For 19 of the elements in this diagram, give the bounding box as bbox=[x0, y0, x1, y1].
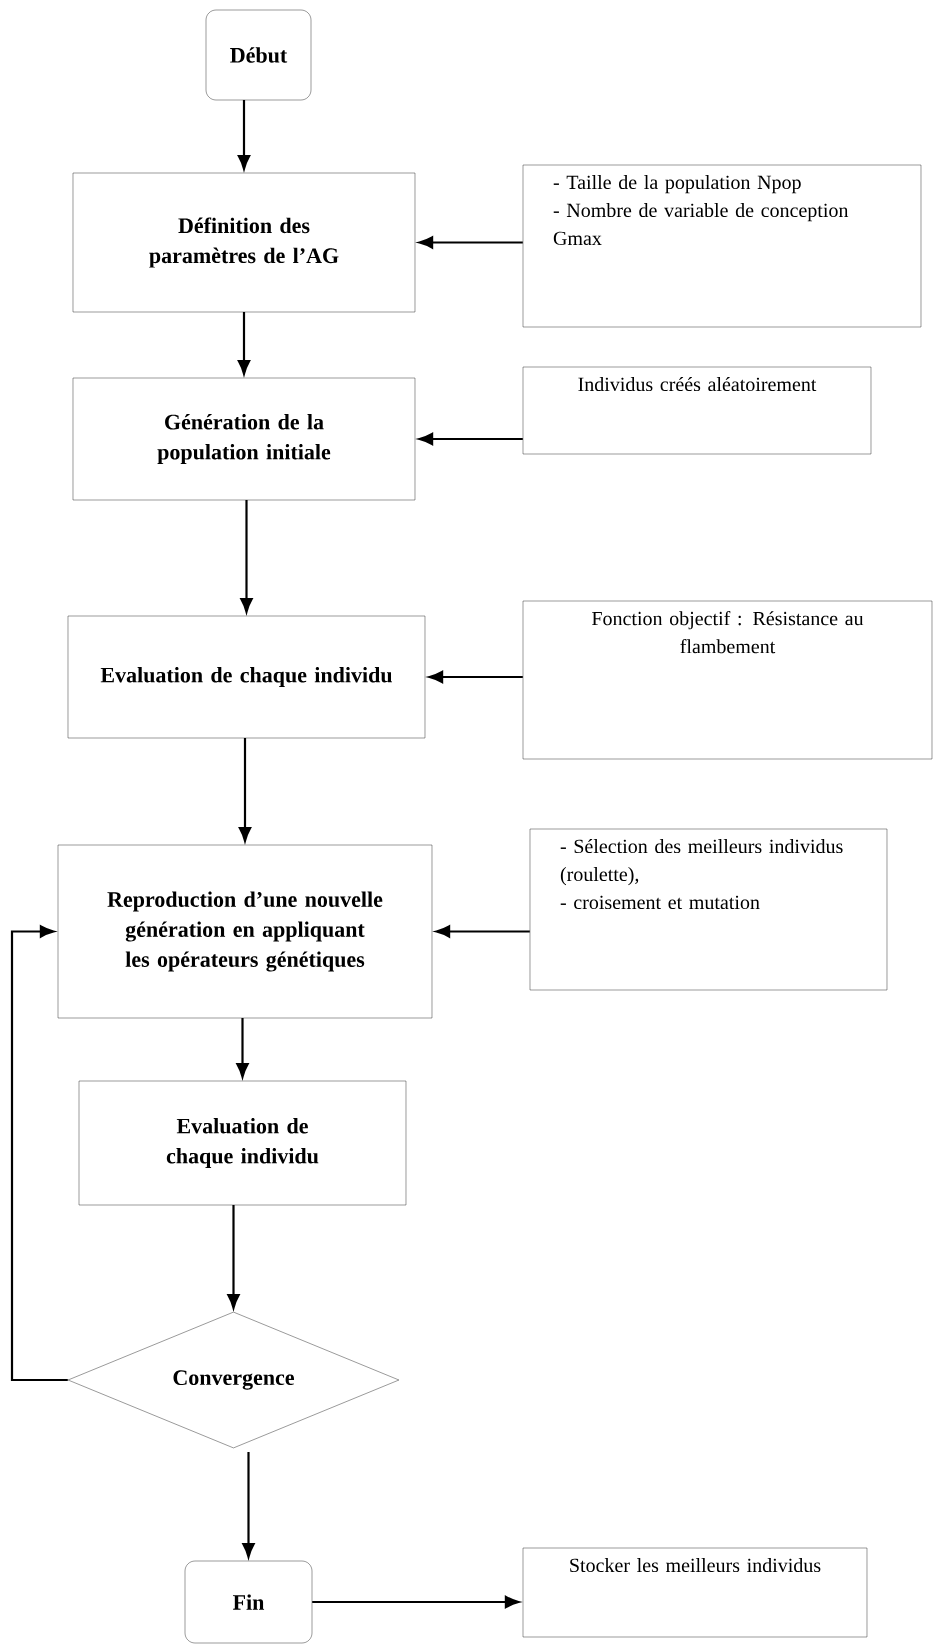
note-box: Fonction objectif : Résistance au flambement bbox=[522, 600, 933, 760]
arrow bbox=[237, 100, 251, 170]
process-box: Génération de la population initiale bbox=[72, 377, 416, 501]
process-box: Evaluation de chaque individu bbox=[78, 1080, 407, 1206]
arrow bbox=[428, 670, 523, 684]
arrow bbox=[238, 738, 252, 842]
process-box: Reproduction d’une nouvelle génération en appliquant les opérateurs génétiques bbox=[57, 844, 433, 1019]
arrow bbox=[10, 925, 68, 1382]
process-box: Evaluation de chaque individu bbox=[67, 615, 426, 739]
note-box: Individus créés aléatoirement bbox=[522, 366, 872, 455]
terminal-box: Début bbox=[205, 9, 312, 101]
arrow bbox=[312, 1595, 520, 1609]
arrow bbox=[418, 432, 523, 446]
arrow bbox=[237, 312, 251, 375]
note-box: - Sélection des meilleurs individus (roulette), - croisement et mutation bbox=[529, 828, 888, 991]
terminal-box: Fin bbox=[184, 1560, 313, 1644]
note-box: Stocker les meilleurs individus bbox=[522, 1547, 868, 1638]
note-box: - Taille de la population Npop - Nombre de variable de conception Gmax bbox=[522, 164, 922, 328]
process-box: Définition des paramètres de l’AG bbox=[72, 172, 416, 313]
